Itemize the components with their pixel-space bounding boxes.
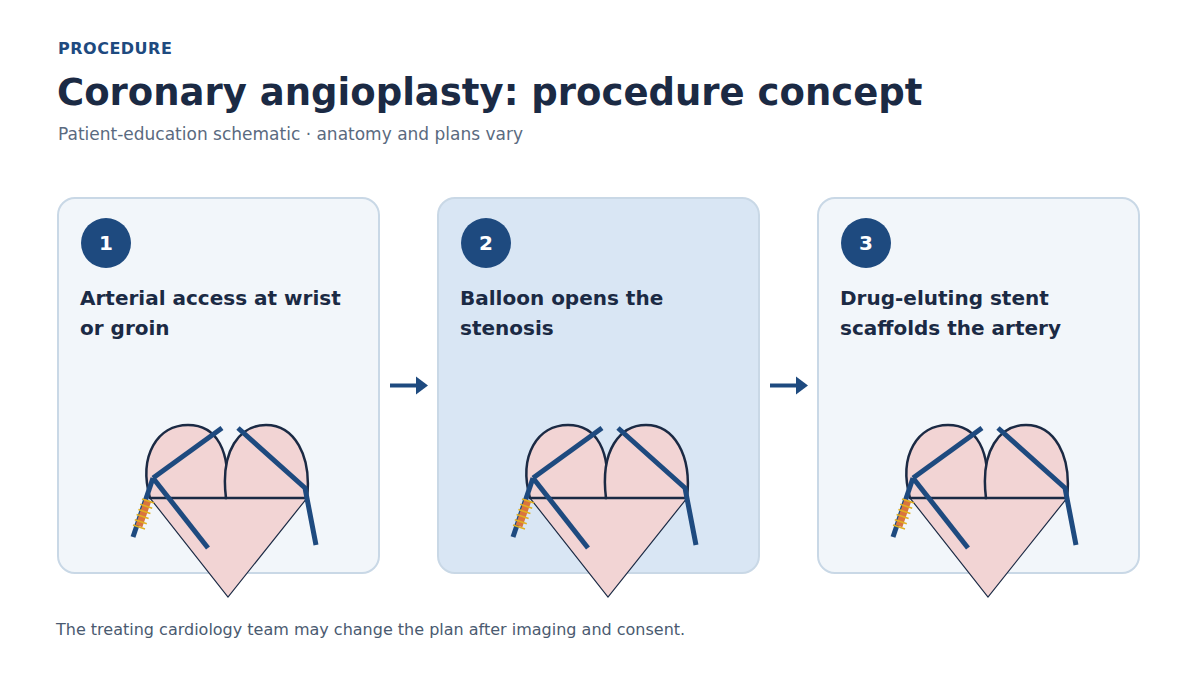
callout-number: 2 bbox=[479, 233, 493, 253]
step-panel: Arterial access at wrist or groin 1 bbox=[57, 197, 380, 574]
subtitle-label: Patient-education schematic · anatomy an… bbox=[58, 124, 523, 144]
footnote-caption: The treating cardiology team may change … bbox=[56, 620, 685, 639]
step-heading: Drug-eluting stent scaffolds the artery bbox=[840, 283, 1121, 343]
callout-number: 3 bbox=[859, 233, 873, 253]
step-number-badge: 3 bbox=[841, 218, 891, 268]
flow-arrow bbox=[770, 377, 808, 395]
step-panel: Balloon opens the stenosis 2 bbox=[437, 197, 760, 574]
heart-figure bbox=[893, 425, 1076, 597]
step-number-badge: 1 bbox=[81, 218, 131, 268]
page-title: Coronary angioplasty: procedure concept bbox=[57, 71, 922, 115]
heart-figure bbox=[133, 425, 316, 597]
kicker-label: PROCEDURE bbox=[58, 39, 172, 58]
step-panel: Drug-eluting stent scaffolds the artery 3 bbox=[817, 197, 1140, 574]
step-number-badge: 2 bbox=[461, 218, 511, 268]
step-heading: Balloon opens the stenosis bbox=[460, 283, 741, 343]
heart-figure bbox=[513, 425, 696, 597]
flow-arrow bbox=[390, 377, 428, 395]
step-heading: Arterial access at wrist or groin bbox=[80, 283, 361, 343]
callout-number: 1 bbox=[99, 233, 113, 253]
